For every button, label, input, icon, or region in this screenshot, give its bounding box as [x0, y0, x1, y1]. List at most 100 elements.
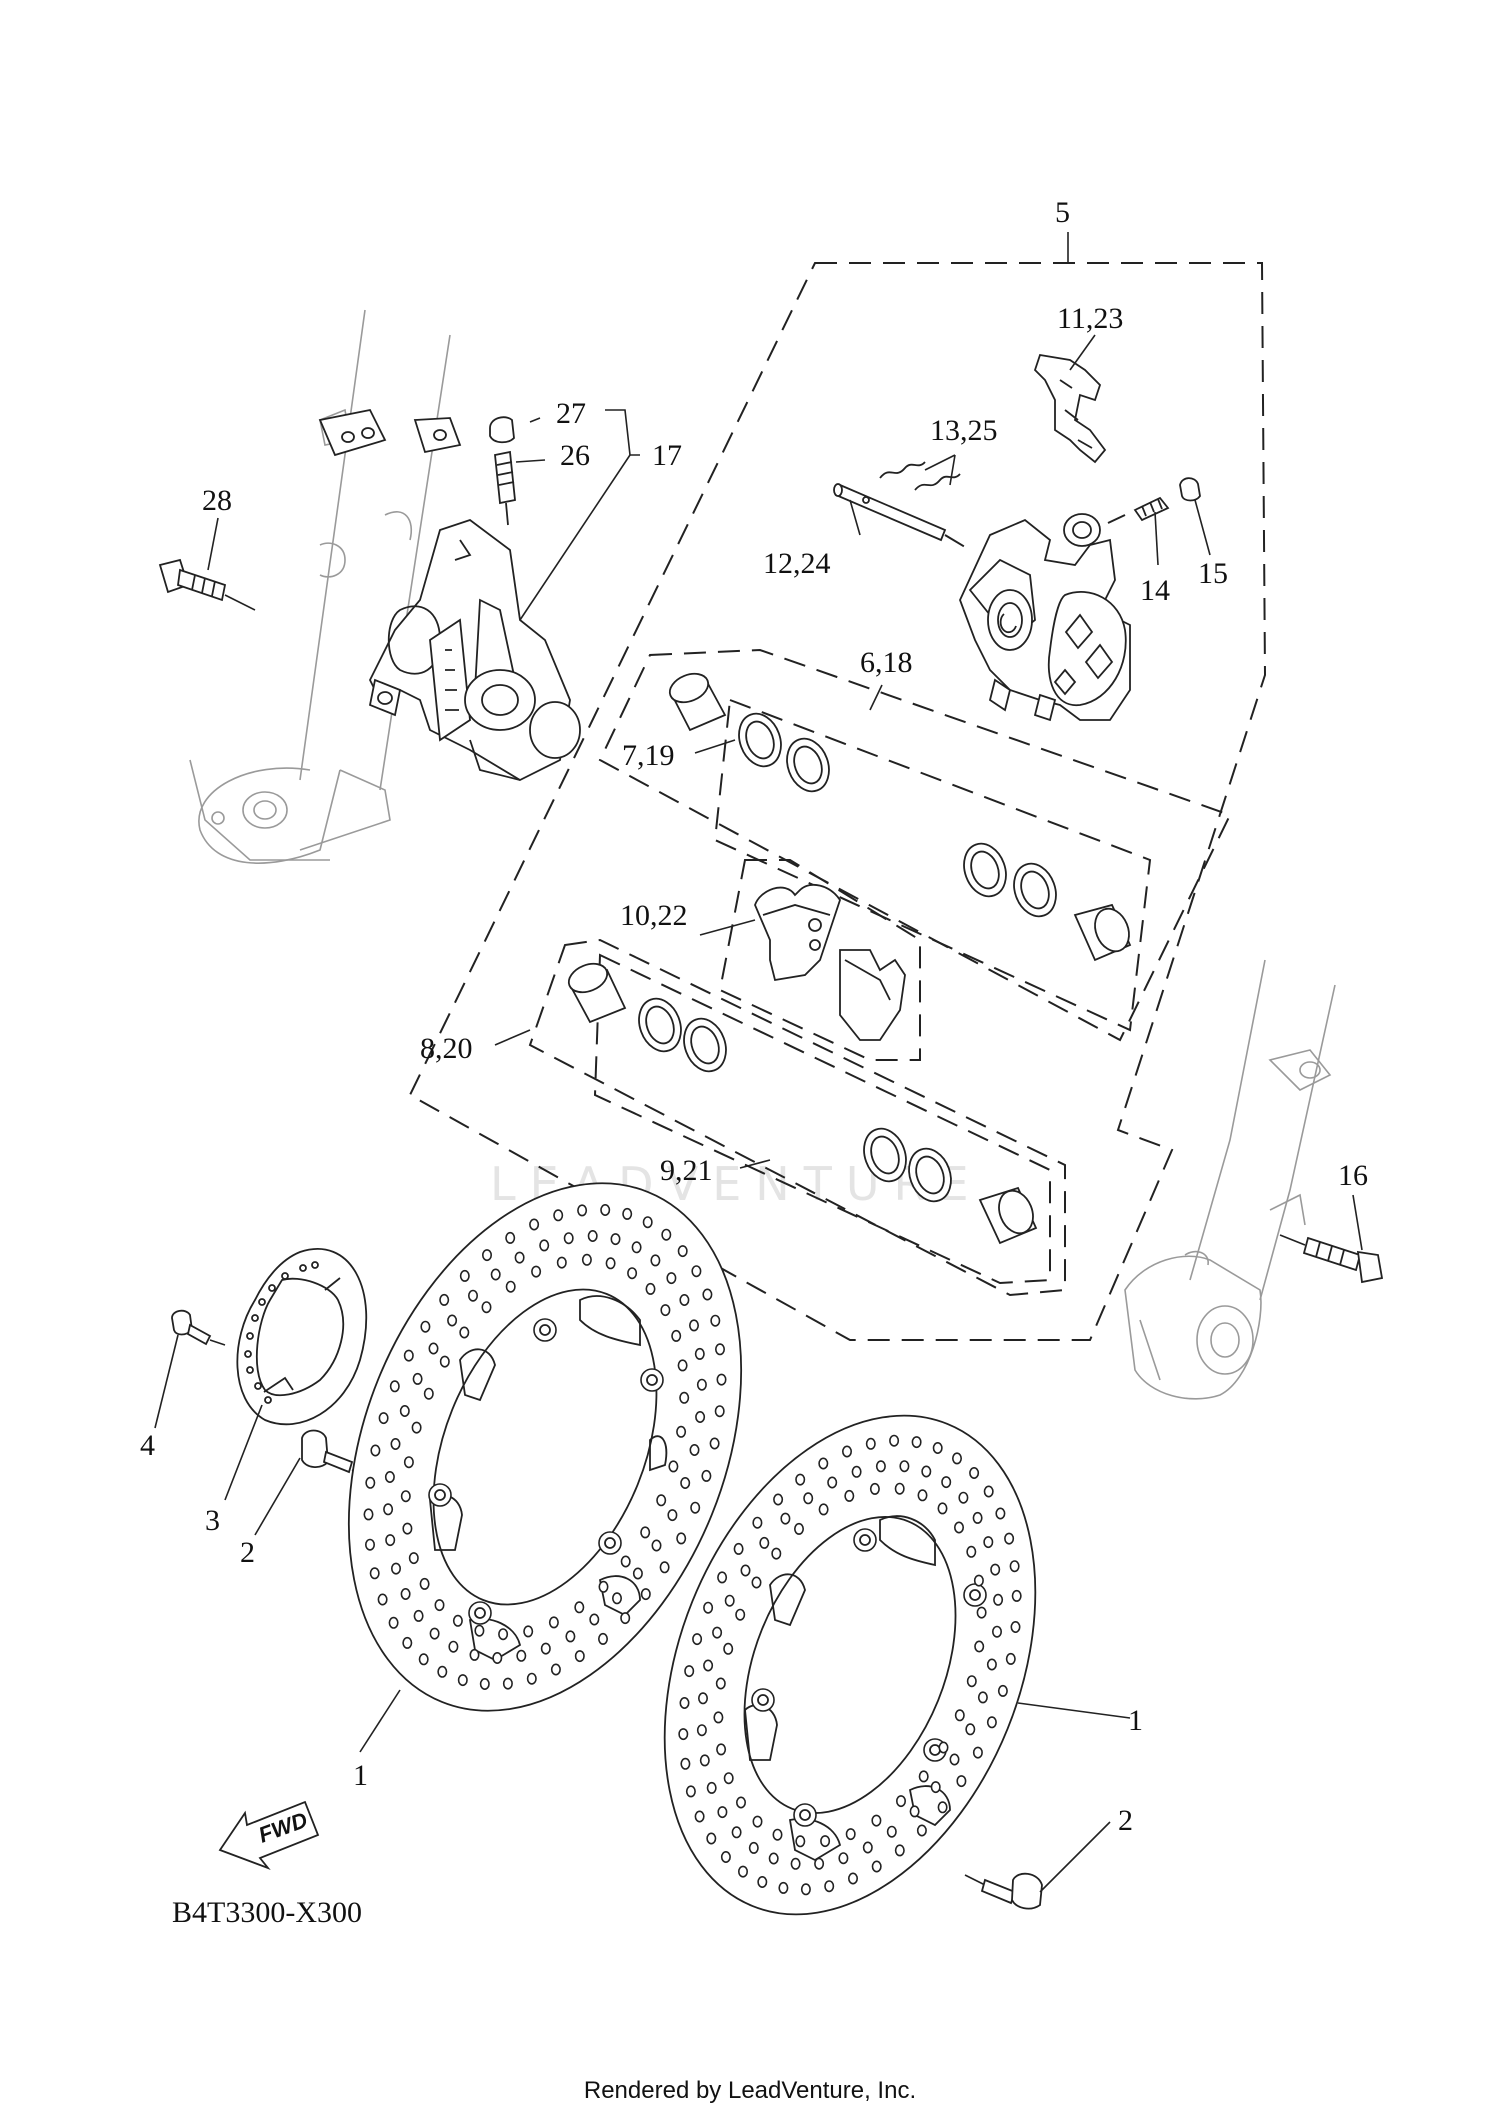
drill-hole — [932, 1442, 943, 1455]
drill-hole — [778, 1881, 789, 1894]
drill-hole — [977, 1691, 988, 1704]
callout-11-23: 11,23 — [1057, 302, 1123, 335]
caliper-assembly-boundary — [408, 262, 1267, 1341]
drill-hole — [481, 1301, 492, 1314]
drill-hole — [965, 1723, 976, 1736]
drill-hole — [481, 1249, 492, 1262]
drill-hole — [459, 1326, 470, 1339]
drill-hole — [709, 1437, 720, 1450]
caliper-pin — [833, 483, 971, 551]
drill-hole — [773, 1493, 784, 1506]
drill-hole — [418, 1653, 429, 1666]
drill-hole — [795, 1835, 806, 1848]
drill-hole — [740, 1564, 751, 1577]
drill-hole — [676, 1532, 687, 1545]
drill-hole — [523, 1625, 534, 1638]
drill-hole — [949, 1753, 960, 1766]
drill-hole — [717, 1571, 728, 1584]
drill-hole — [666, 1272, 677, 1285]
drill-hole — [383, 1503, 394, 1516]
drill-hole — [668, 1460, 679, 1473]
drill-hole — [895, 1795, 906, 1808]
drill-hole — [505, 1280, 516, 1293]
drill-hole — [909, 1805, 920, 1818]
drill-hole — [824, 1880, 835, 1893]
drill-hole — [997, 1684, 1008, 1697]
drill-hole — [780, 1512, 791, 1525]
drill-hole — [953, 1521, 964, 1534]
left-bleed-screw — [494, 450, 516, 526]
drill-hole — [793, 1522, 804, 1535]
drill-hole — [990, 1563, 1001, 1576]
callout-13-25: 13,25 — [930, 414, 998, 447]
seal-kit-lower-boundary — [528, 938, 1066, 1297]
drill-hole — [696, 1378, 707, 1391]
drill-hole — [694, 1810, 705, 1823]
drill-hole — [447, 1314, 458, 1327]
upper-pistons-and-seals — [668, 672, 1132, 962]
drill-hole — [574, 1601, 585, 1614]
drill-hole — [680, 1477, 691, 1490]
pin-clips — [879, 461, 961, 491]
drill-hole — [434, 1599, 445, 1612]
drill-hole — [735, 1796, 746, 1809]
drill-hole — [921, 1465, 932, 1478]
drill-hole — [688, 1319, 699, 1332]
drill-hole — [679, 1294, 690, 1307]
callout-15: 15 — [1198, 557, 1228, 590]
drill-hole — [400, 1588, 411, 1601]
drill-hole — [384, 1471, 395, 1484]
drill-hole — [650, 1254, 661, 1267]
drill-hole — [429, 1627, 440, 1640]
disc-right-drill-holes — [678, 1434, 1022, 1896]
drill-hole — [690, 1501, 701, 1514]
drill-hole — [402, 1636, 413, 1649]
disc-left-rivets — [428, 1318, 664, 1625]
drill-hole — [869, 1482, 880, 1495]
drill-hole — [991, 1625, 1002, 1638]
drill-hole — [689, 1444, 700, 1457]
drill-hole — [724, 1594, 735, 1607]
drill-hole — [703, 1659, 714, 1672]
drill-hole — [369, 1567, 380, 1580]
lower-pistons-and-seals — [567, 962, 1038, 1245]
drill-hole — [986, 1658, 997, 1671]
drill-hole — [894, 1482, 905, 1495]
disc-right-rivets — [751, 1528, 987, 1827]
callout-14: 14 — [1140, 574, 1170, 607]
diagram-code: B4T3300-X300 — [172, 1896, 362, 1929]
disc-bolt-right — [964, 1872, 1043, 1910]
drill-hole — [428, 1342, 439, 1355]
drill-hole — [937, 1801, 948, 1814]
drill-hole — [983, 1485, 994, 1498]
drill-hole — [712, 1626, 723, 1639]
drill-hole — [752, 1516, 763, 1529]
drill-hole — [938, 1741, 949, 1754]
drill-hole — [365, 1476, 376, 1489]
drill-hole — [378, 1412, 389, 1425]
drill-hole — [526, 1672, 537, 1685]
drill-hole — [589, 1613, 600, 1626]
drill-hole — [437, 1665, 448, 1678]
drill-hole — [691, 1265, 702, 1278]
drill-hole — [972, 1511, 983, 1524]
drill-hole — [439, 1293, 450, 1306]
drill-hole — [827, 1476, 838, 1489]
drill-hole — [1011, 1589, 1022, 1602]
drill-hole — [703, 1601, 714, 1614]
drill-hole — [803, 1492, 814, 1505]
drill-hole — [620, 1555, 631, 1568]
drill-hole — [457, 1674, 468, 1687]
drill-hole — [716, 1373, 727, 1386]
right-fork-leg — [1124, 959, 1336, 1400]
drill-hole — [875, 1460, 886, 1473]
drill-hole — [627, 1267, 638, 1280]
drill-hole — [1010, 1621, 1021, 1634]
drill-hole — [731, 1826, 742, 1839]
drill-hole — [752, 1815, 763, 1828]
drill-hole — [699, 1754, 710, 1767]
left-caliper-assembly — [368, 518, 581, 782]
drill-hole — [667, 1509, 678, 1522]
caliper-mount-bolt — [158, 558, 256, 611]
